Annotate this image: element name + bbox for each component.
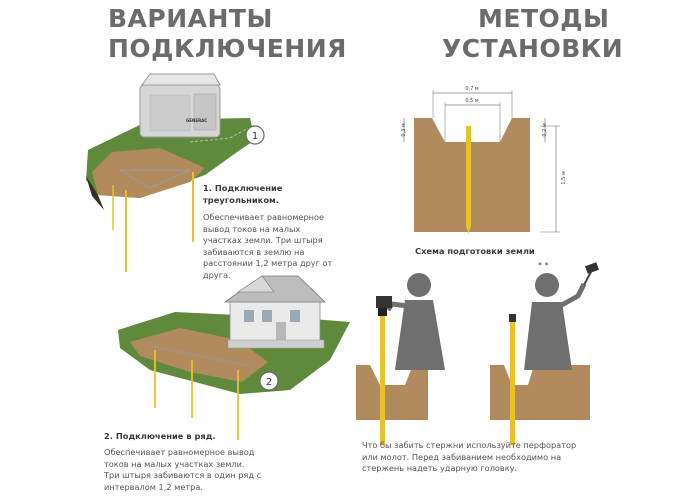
option1-heading-line2: треугольником. — [203, 195, 279, 205]
title-connection-options: ВАРИАНТЫ ПОДКЛЮЧЕНИЯ — [108, 4, 347, 64]
title-install-methods: МЕТОДЫ УСТАНОВКИ — [442, 4, 623, 64]
option2-description: Обеспечивает равномерное вывод токов на … — [104, 447, 261, 493]
methods-description: Что бы забить стержни используйте перфор… — [362, 440, 576, 475]
svg-text:* *: * * — [538, 261, 549, 270]
option1-description: Обеспечивает равномерное вывод токов на … — [203, 212, 332, 282]
methods-text-line: Что бы забить стержни используйте перфор… — [362, 440, 577, 450]
option2-illustration: 2 — [118, 275, 350, 440]
option1-illustration: GENERAC 1 — [86, 73, 265, 272]
generator-brand-label: GENERAC — [186, 118, 207, 123]
dim-left-depth: 0,3 м — [401, 123, 407, 137]
title-left-line2: ПОДКЛЮЧЕНИЯ — [108, 34, 347, 63]
method-perforator-illustration — [356, 273, 445, 445]
option1-number: 1 — [252, 131, 258, 142]
option1-text-line: забиваются в землю на — [203, 246, 305, 257]
option2-text-line: Три штыря забиваются в один ряд с — [104, 470, 262, 481]
option1-text-line: Обеспечивает равномерное — [203, 212, 325, 222]
dim-right-depth: 0,2 м — [542, 123, 548, 137]
house-icon — [223, 275, 326, 349]
option2-number: 2 — [266, 377, 272, 388]
option1-heading: 1. Подключение треугольником. — [203, 182, 282, 206]
dim-top-outer: 0,7 м — [465, 86, 479, 92]
option2-text-line: Обеспечивает равномерное вывод — [104, 447, 255, 457]
methods-text-line: или молот. Перед забиванием необходимо н… — [362, 451, 562, 462]
perforator-icon — [376, 296, 392, 316]
option1-text-line: друга. — [203, 269, 231, 280]
generator-icon — [139, 73, 221, 138]
dim-total-depth: 1,5 м — [561, 171, 567, 185]
option2-text-line: интервалом 1,2 метра. — [104, 481, 203, 492]
option1-heading-line1: 1. Подключение — [203, 183, 283, 193]
title-right-line2: УСТАНОВКИ — [442, 34, 624, 63]
hammer-icon — [583, 262, 600, 286]
title-right-line1: МЕТОДЫ — [478, 4, 610, 33]
method-hammer-illustration: * * — [490, 261, 600, 445]
dim-top-inner: 0,5 м — [465, 98, 479, 104]
option2-heading: 2. Подключение в ряд. — [104, 431, 216, 441]
title-left-line1: ВАРИАНТЫ — [108, 4, 273, 33]
option1-text-line: участках земли. Три штыря — [203, 235, 323, 246]
option1-text-line: вывод токов на малых — [203, 223, 301, 234]
soil-scheme-caption: Схема подготовки земли — [415, 246, 535, 256]
option2-text-line: токов на малых участках земли. — [104, 458, 245, 469]
option1-text-line: расстоянии 1,2 метра друг от — [203, 258, 333, 269]
soil-scheme: 0,7 м 0,5 м 0,3 м 0,2 м 1,5 м — [401, 86, 567, 234]
methods-text-line: стержень надеть ударную головку. — [362, 463, 518, 474]
